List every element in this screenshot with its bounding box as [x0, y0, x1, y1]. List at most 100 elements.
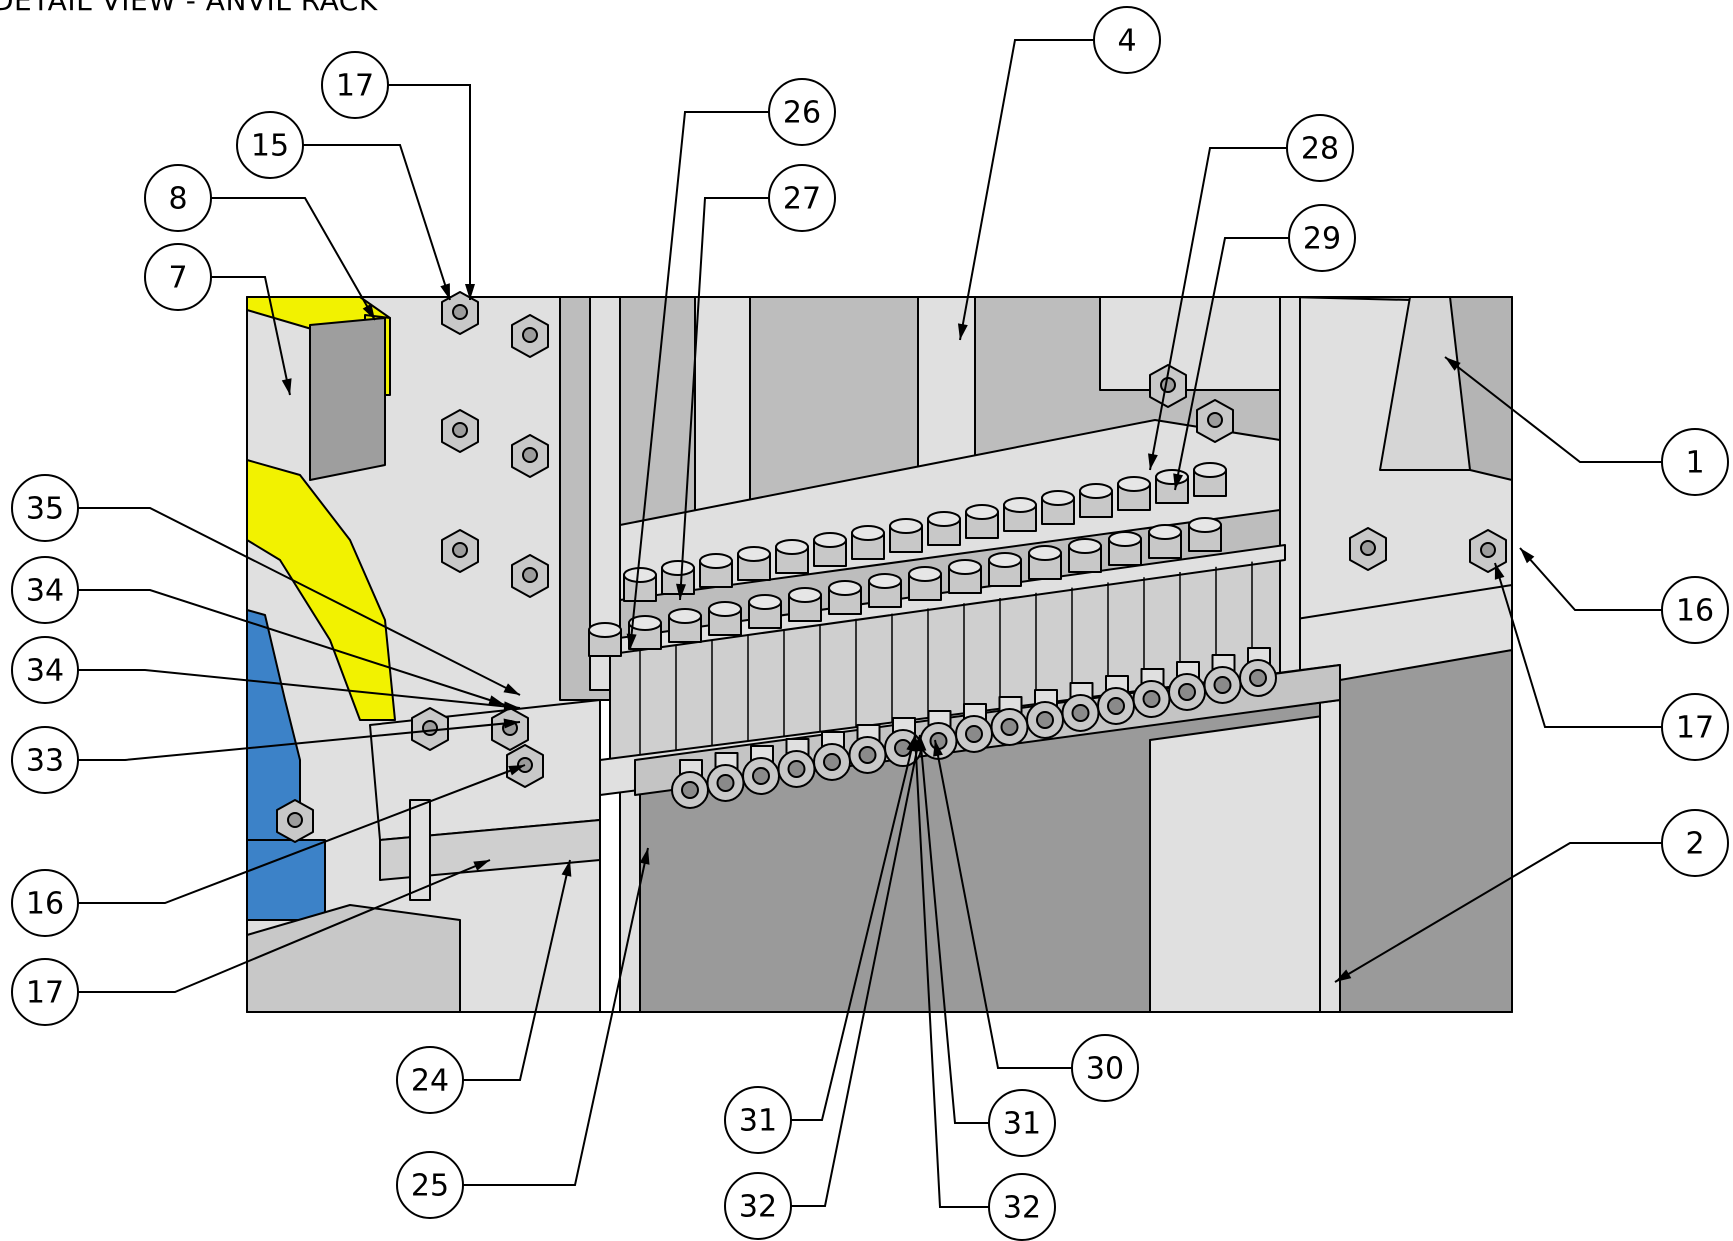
callout-32: 32 [988, 1173, 1056, 1241]
callout-label: 30 [1086, 1052, 1124, 1087]
leader-line-31 [790, 734, 916, 1121]
callout-label: 35 [26, 492, 64, 527]
shroud-back [1289, 296, 1513, 481]
anvil-stud-back-top [1193, 462, 1227, 478]
anvil-stud-back-top [699, 553, 733, 569]
anvil-stud-back-top [965, 504, 999, 520]
panel-bolt-hole [522, 567, 538, 583]
bracket-bolt-hole [422, 720, 438, 736]
front-bolt-center [1142, 690, 1161, 708]
shroud-edge [1379, 296, 1471, 471]
anvil-stud-front-top [1068, 538, 1102, 554]
callout-bubbles: 1715872627428291353434331617161722425313… [11, 6, 1729, 1241]
leader-line-7 [208, 276, 291, 396]
callout-label: 15 [251, 129, 289, 164]
column-c [917, 296, 976, 481]
anvil-stud-front-top [708, 601, 742, 617]
leader-arrow-32 [910, 735, 921, 752]
panel-bolt-hole [452, 422, 468, 438]
anvil-stud-back-top [851, 525, 885, 541]
callout-29: 29 [1288, 204, 1356, 272]
frame-bolt-hole [1480, 542, 1496, 558]
leader-arrow-15 [440, 283, 450, 300]
leader-line-34 [77, 669, 521, 709]
front-bolt-center [1213, 676, 1232, 694]
front-bolt-center [1036, 711, 1054, 729]
callout-circle [144, 164, 212, 232]
callout-circle [988, 1089, 1056, 1157]
callout-31: 31 [724, 1086, 792, 1154]
callout-16: 16 [11, 869, 79, 937]
leader-line-15 [300, 144, 451, 301]
column-b [694, 296, 751, 526]
leader-arrow-17 [473, 860, 490, 871]
callout-circle [1286, 114, 1354, 182]
front-bolt-center [1000, 718, 1019, 736]
anvil-stud-front-top [628, 615, 662, 631]
callout-circle [11, 869, 79, 937]
callout-label: 24 [411, 1064, 449, 1099]
leader-arrow-8 [362, 303, 375, 320]
leader-line-26 [629, 111, 770, 651]
front-bolt-center [965, 725, 983, 743]
callout-circle [144, 243, 212, 311]
callout-label: 4 [1117, 24, 1136, 59]
leader-line-27 [679, 197, 770, 601]
leader-arrow-26 [626, 633, 637, 650]
leader-line-28 [1149, 147, 1288, 471]
leader-arrow-29 [1173, 473, 1184, 490]
callout-circle [1093, 6, 1161, 74]
leader-arrow-30 [933, 740, 943, 757]
anvil-stud-back-top [661, 560, 695, 576]
lower-door [1149, 714, 1331, 1013]
leader-line-33 [77, 721, 521, 761]
callout-label: 33 [26, 744, 64, 779]
anvil-stud-back-top [1117, 476, 1151, 492]
callout-1: 1 [1661, 428, 1729, 496]
front-bolt-center [1071, 704, 1090, 722]
anvil-stud-back-top [927, 511, 961, 527]
anvil-stud-front-top [1148, 524, 1182, 540]
callout-4: 4 [1093, 6, 1161, 74]
leader-arrow-25 [639, 848, 650, 865]
drawing-title: DETAIL VIEW - ANVIL RACK [0, 0, 378, 17]
anvil-stud-front-top [1188, 517, 1222, 533]
callout-34: 34 [11, 636, 79, 704]
front-bolt-center [1178, 683, 1196, 701]
callout-34: 34 [11, 556, 79, 624]
callout-8: 8 [144, 164, 212, 232]
left-bracket [369, 699, 601, 841]
anvil-stud-front-top [668, 608, 702, 624]
leader-line-32 [790, 734, 921, 1207]
anvil-stud-front-top [948, 559, 982, 575]
mount-plate [309, 317, 386, 481]
callout-circle [236, 111, 304, 179]
leader-arrow-1 [1445, 357, 1461, 371]
leader-line-16 [1519, 547, 1663, 611]
leader-arrow-34 [488, 695, 505, 705]
frame-bolt-hole [1360, 540, 1376, 556]
panel-bolt-hole [522, 327, 538, 343]
anvil-stud-back-top [623, 567, 657, 583]
leader-line-32 [914, 734, 990, 1208]
panel-bolt-hole [522, 447, 538, 463]
yellow-guard [246, 459, 396, 721]
leader-arrow-35 [503, 683, 520, 695]
callout-label: 32 [1003, 1191, 1041, 1226]
anvil-stud-front-top [828, 580, 862, 596]
callout-circle [11, 636, 79, 704]
callout-35: 35 [11, 474, 79, 542]
anvil-stud-back-top [889, 518, 923, 534]
callout-circle [11, 726, 79, 794]
callout-15: 15 [236, 111, 304, 179]
callout-circle [11, 958, 79, 1026]
anvil-stud-front-top [908, 566, 942, 582]
callout-17: 17 [11, 958, 79, 1026]
leader-line-16 [77, 764, 526, 904]
front-bolt-center [858, 746, 877, 764]
front-bolt-center [752, 767, 770, 785]
callout-circle [321, 51, 389, 119]
leader-line-17 [385, 84, 471, 300]
callout-2: 2 [1661, 809, 1729, 877]
